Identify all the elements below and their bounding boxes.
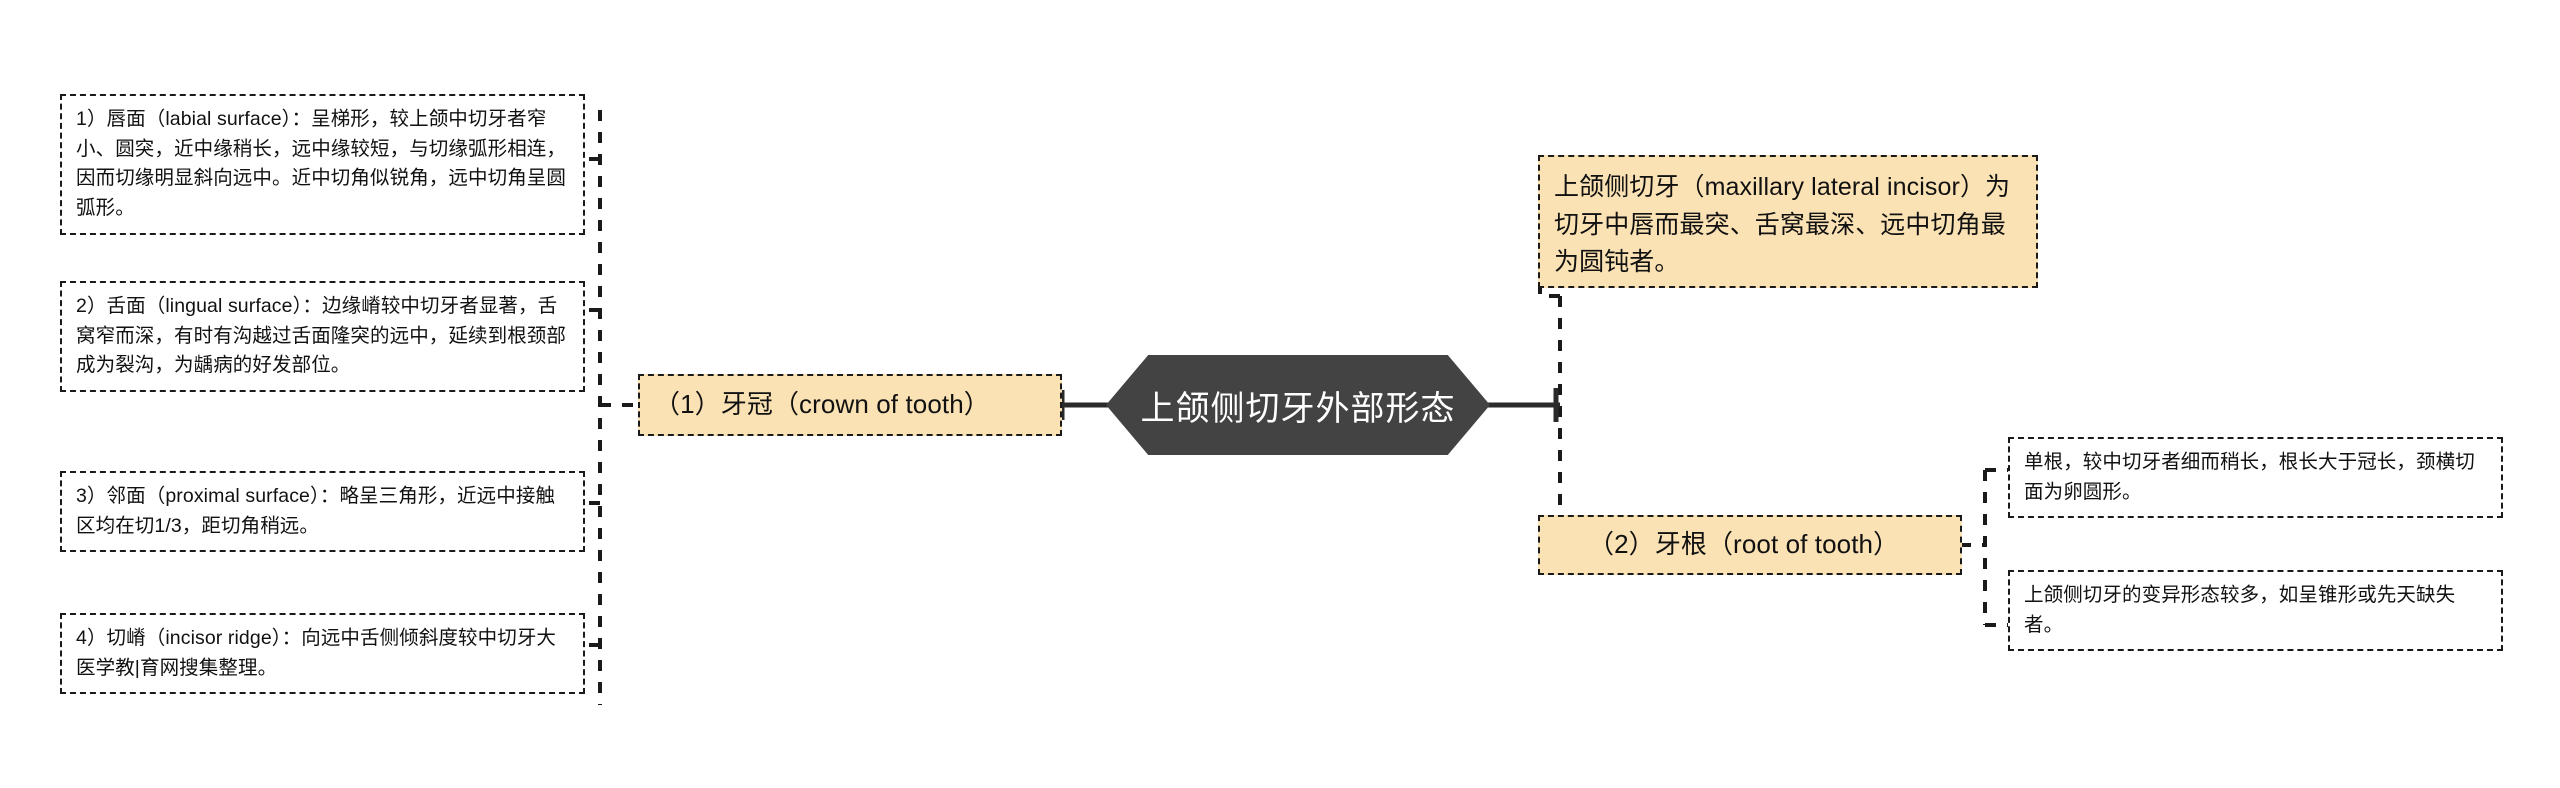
leaf-single-root-text: 单根，较中切牙者细而稍长，根长大于冠长，颈横切面为卵圆形。 — [2024, 451, 2475, 503]
branch-crown-of-tooth-label: （1）牙冠（crown of tooth） — [654, 389, 990, 420]
leaf-lingual-surface-text: 2）舌面（lingual surface）：边缘嵴较中切牙者显著，舌窝窄而深，有… — [76, 295, 567, 377]
leaf-single-root[interactable]: 单根，较中切牙者细而稍长，根长大于冠长，颈横切面为卵圆形。 — [2008, 437, 2503, 519]
leaf-variant-morphology-text: 上颌侧切牙的变异形态较多，如呈锥形或先天缺失者。 — [2024, 584, 2456, 636]
leaf-variant-morphology[interactable]: 上颌侧切牙的变异形态较多，如呈锥形或先天缺失者。 — [2008, 570, 2503, 652]
leaf-proximal-surface-text: 3）邻面（proximal surface）：略呈三角形，近远中接触区均在切1/… — [76, 485, 556, 537]
leaf-proximal-surface[interactable]: 3）邻面（proximal surface）：略呈三角形，近远中接触区均在切1/… — [60, 471, 585, 553]
leaf-incisor-ridge-text: 4）切嵴（incisor ridge）：向远中舌侧倾斜度较中切牙大医学教|育网搜… — [76, 627, 557, 679]
central-node-label: 上颌侧切牙外部形态 — [1140, 389, 1456, 428]
branch-maxillary-lateral-incisor[interactable]: 上颌侧切牙（maxillary lateral incisor）为切牙中唇而最突… — [1538, 155, 2038, 288]
right-elbow-top — [1538, 288, 1560, 298]
branch-crown-of-tooth[interactable]: （1）牙冠（crown of tooth） — [638, 374, 1062, 436]
leaf-incisor-ridge[interactable]: 4）切嵴（incisor ridge）：向远中舌侧倾斜度较中切牙大医学教|育网搜… — [60, 613, 585, 695]
leaf-labial-surface-text: 1）唇面（labial surface）：呈梯形，较上颌中切牙者窄小、圆突，近中… — [76, 108, 567, 219]
leaf-lingual-surface[interactable]: 2）舌面（lingual surface）：边缘嵴较中切牙者显著，舌窝窄而深，有… — [60, 281, 585, 392]
branch-root-of-tooth-label: （2）牙根（root of tooth） — [1588, 529, 1900, 560]
branch-root-of-tooth[interactable]: （2）牙根（root of tooth） — [1538, 515, 1962, 575]
leaf-labial-surface[interactable]: 1）唇面（labial surface）：呈梯形，较上颌中切牙者窄小、圆突，近中… — [60, 94, 585, 235]
central-node[interactable]: 上颌侧切牙外部形态 — [1106, 355, 1490, 455]
branch-maxillary-lateral-incisor-label: 上颌侧切牙（maxillary lateral incisor）为切牙中唇而最突… — [1554, 173, 2011, 276]
